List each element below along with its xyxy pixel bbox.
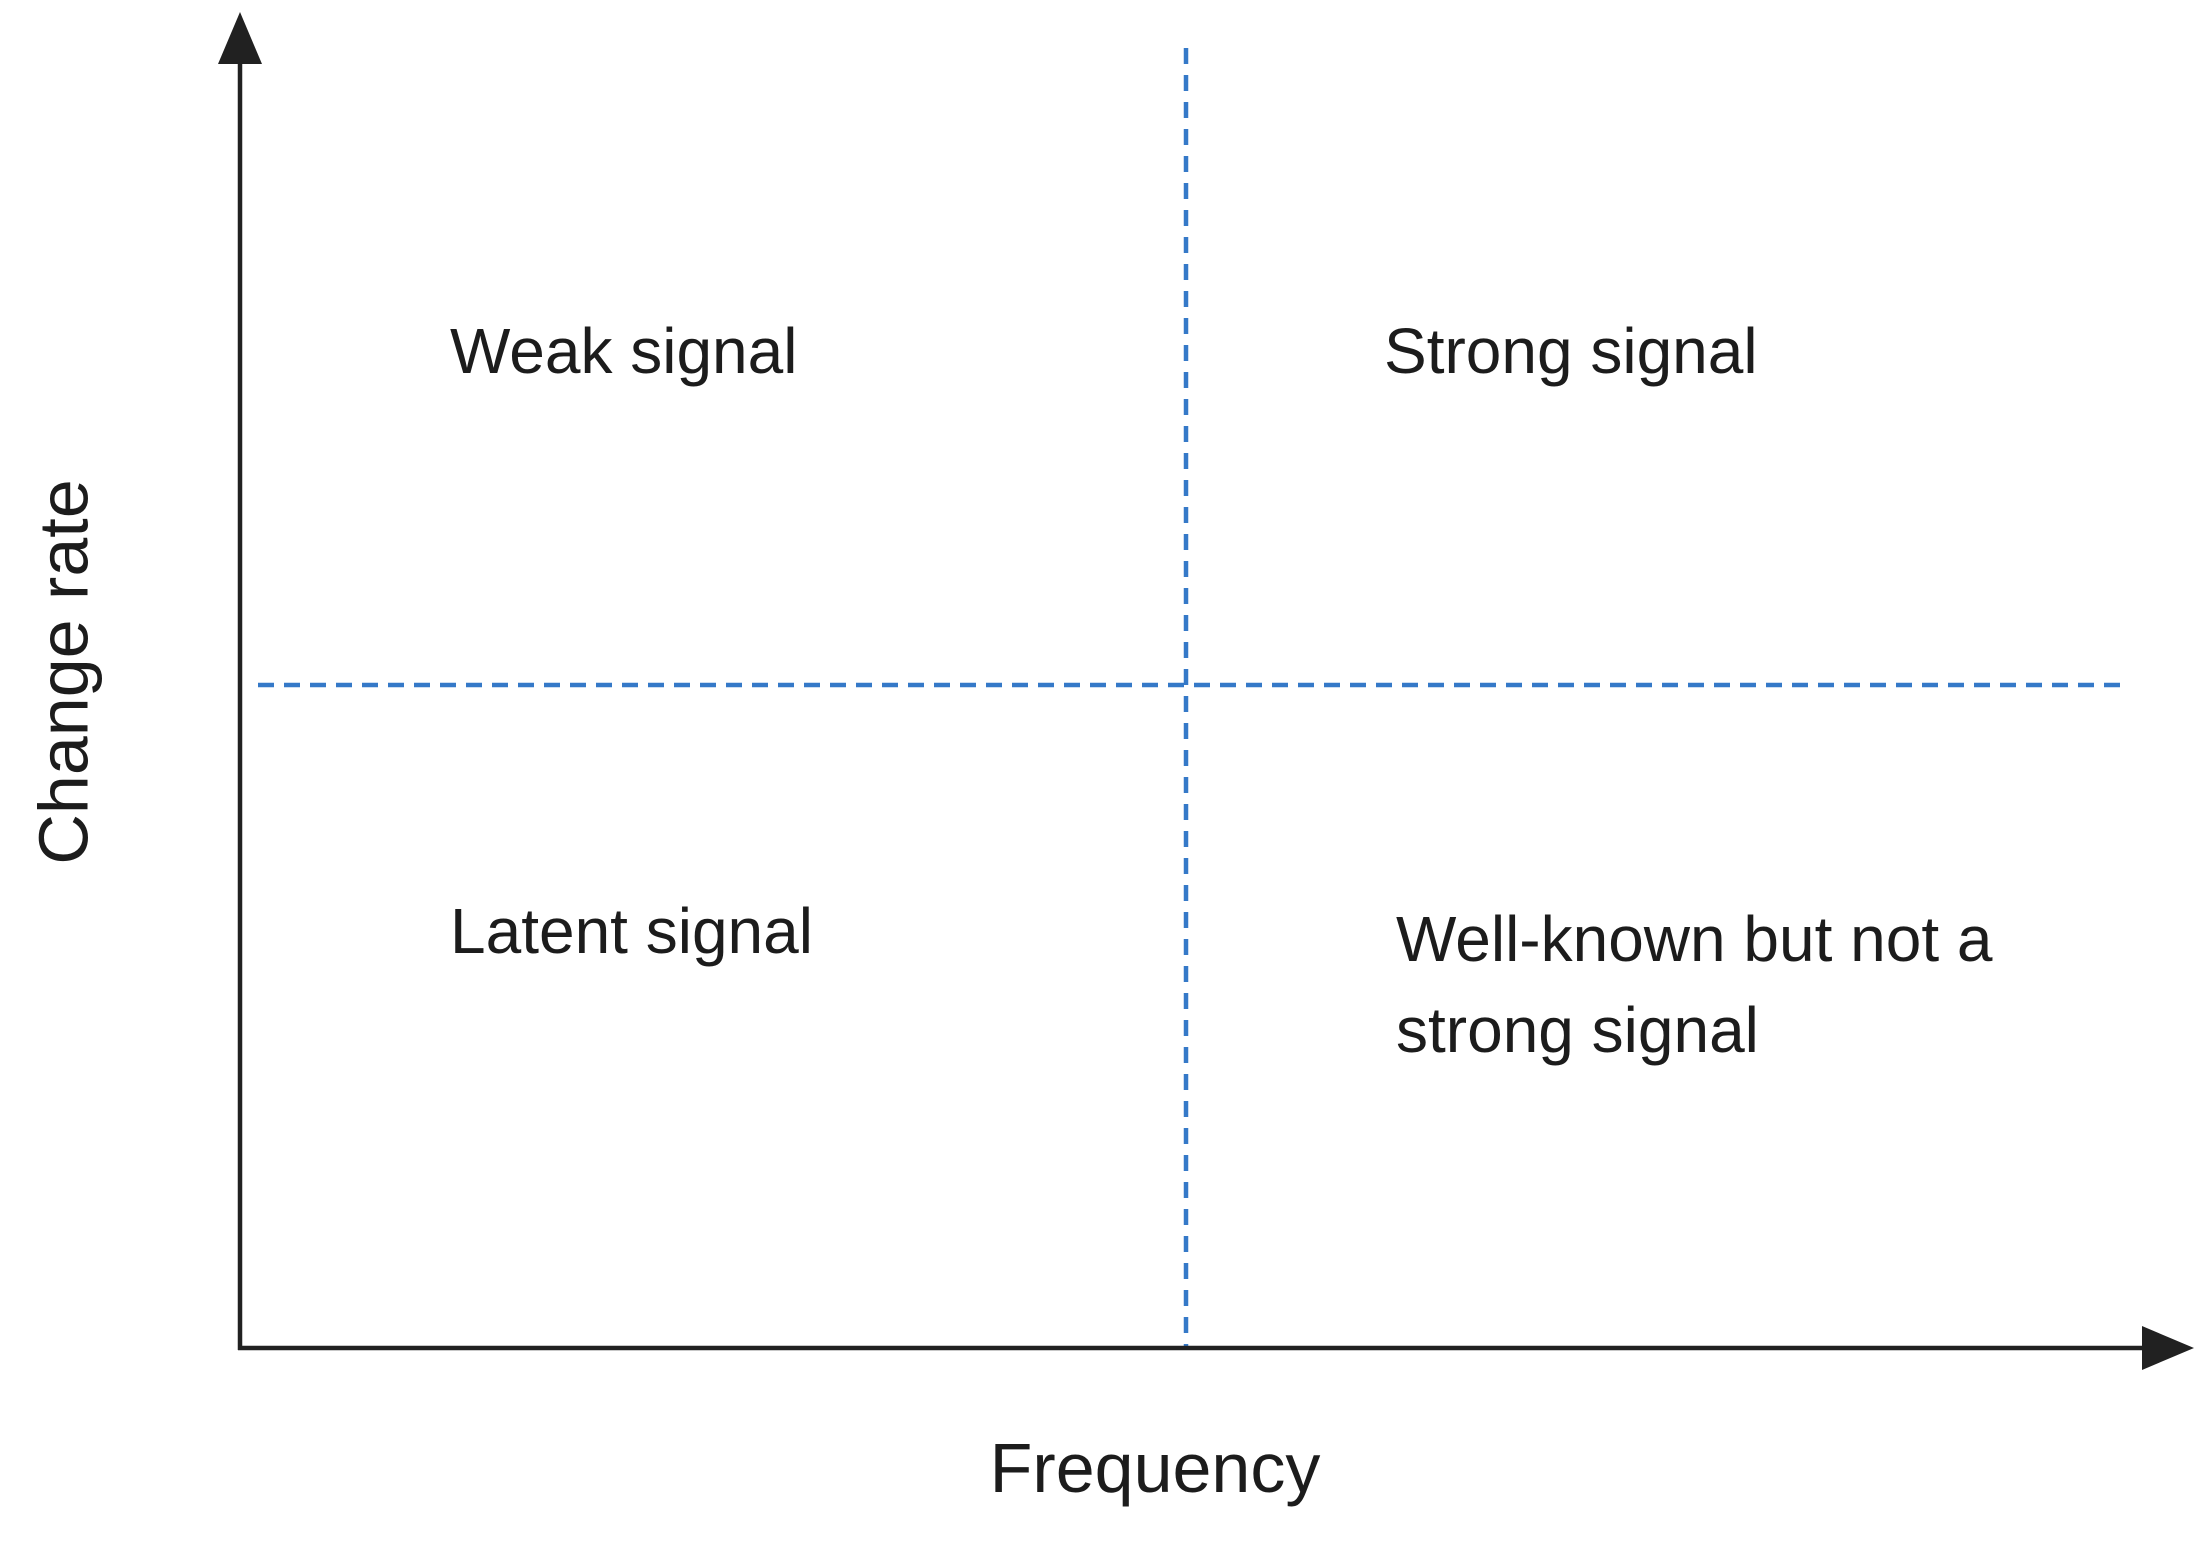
quadrant-label-weak-signal: Weak signal [450, 315, 798, 387]
quadrant-label-strong-signal: Strong signal [1384, 315, 1758, 387]
x-axis-arrowhead [2142, 1326, 2194, 1370]
quadrant-label-well-known: Well-known but not a strong signal [1396, 894, 1992, 1076]
y-axis-arrowhead [218, 12, 262, 64]
quadrant-label-well-known-line1: Well-known but not a [1396, 903, 1993, 975]
x-axis-label: Frequency [989, 1429, 1321, 1507]
quadrant-label-latent-signal: Latent signal [450, 895, 813, 967]
y-axis-label: Change rate [24, 479, 103, 865]
quadrant-label-well-known-line2: strong signal [1396, 993, 1759, 1066]
